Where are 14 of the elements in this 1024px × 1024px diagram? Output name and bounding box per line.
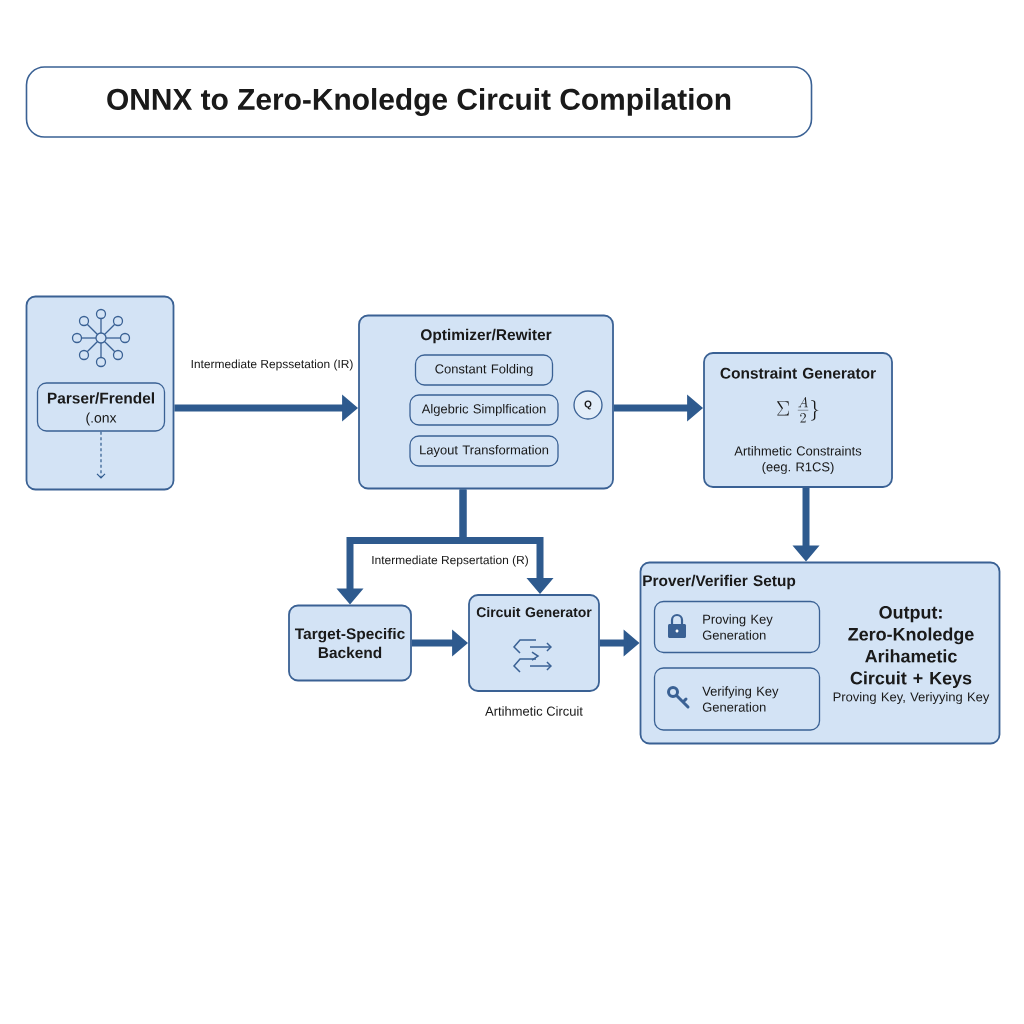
step-box: Algebric Simplfication (409, 394, 559, 426)
step-box: Constant Folding (414, 354, 554, 386)
title-box: ONNX to Zero-Knoledge Circuit Compilation (25, 66, 813, 138)
process-box: Constraint Generator $\Sigma\ \frac{A}{2}\Big\}$ Artihmetic Constraints (eeg. R1CS) (703, 352, 893, 488)
step-box: Proving Key Generation (653, 600, 821, 654)
node-label: Artihmetic Circuit (485, 706, 583, 716)
step-box: Verifying Key Generation (653, 667, 821, 731)
process-box: Circuit Generator (468, 594, 600, 692)
edge-label: Intermediate Repsertation (R) (369, 553, 531, 569)
edge-label: Intermediate Repssetation (IR) (188, 357, 356, 373)
step-box: Layout Transformation (409, 435, 559, 467)
arrow (96, 431, 106, 479)
process-box: Parser/Frendel (.onx (36, 382, 166, 432)
process-box: Target-Specific Backend (288, 604, 412, 682)
